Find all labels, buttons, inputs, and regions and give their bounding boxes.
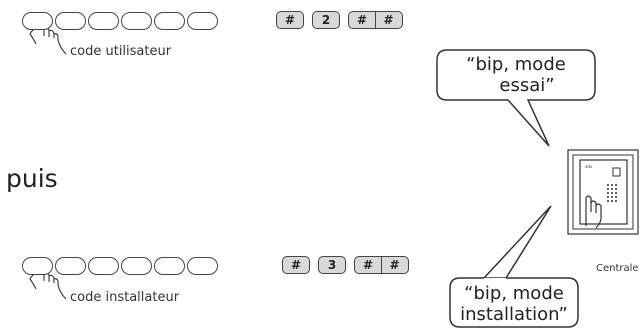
- code-key[interactable]: [154, 12, 185, 30]
- bottom-speech-bubble: [449, 205, 579, 328]
- installer-code-keypad: [22, 257, 220, 275]
- user-key-sequence: # 2 # #: [276, 11, 403, 29]
- code-key[interactable]: [121, 12, 152, 30]
- installer-code-caption: code installateur: [70, 290, 180, 305]
- code-key[interactable]: [22, 12, 53, 30]
- bottom-bubble-line1: “bip, mode: [464, 283, 564, 304]
- code-key[interactable]: [121, 257, 152, 275]
- digit-key[interactable]: 2: [312, 11, 340, 29]
- hash-key[interactable]: #: [374, 11, 403, 29]
- code-key[interactable]: [154, 257, 185, 275]
- code-key[interactable]: [88, 257, 119, 275]
- bottom-bubble-text: “bip, mode installation”: [450, 283, 578, 325]
- user-code-caption: code utilisateur: [70, 44, 172, 59]
- hash-key[interactable]: #: [282, 256, 310, 274]
- bottom-bubble-line2: installation”: [460, 304, 568, 325]
- top-speech-bubble: [436, 49, 596, 147]
- separator-text: puis: [6, 164, 58, 193]
- code-key[interactable]: [55, 12, 86, 30]
- code-key[interactable]: [22, 257, 53, 275]
- top-bubble-line1: “bip, mode: [466, 54, 566, 75]
- keypad-device-icon: adv: [567, 149, 639, 235]
- installer-key-sequence: # 3 # #: [282, 256, 409, 274]
- code-key[interactable]: [187, 12, 218, 30]
- svg-text:adv: adv: [585, 164, 593, 169]
- code-key[interactable]: [55, 257, 86, 275]
- code-key[interactable]: [88, 12, 119, 30]
- device-label: Centrale: [596, 263, 639, 274]
- hash-key[interactable]: #: [354, 256, 382, 274]
- hash-key[interactable]: #: [380, 256, 409, 274]
- digit-key[interactable]: 3: [318, 256, 346, 274]
- user-code-keypad: [22, 12, 220, 30]
- code-key[interactable]: [187, 257, 218, 275]
- hash-key[interactable]: #: [276, 11, 304, 29]
- top-bubble-line2: essai”: [499, 75, 555, 96]
- hash-key[interactable]: #: [348, 11, 376, 29]
- top-bubble-text: “bip, mode essai”: [437, 54, 595, 96]
